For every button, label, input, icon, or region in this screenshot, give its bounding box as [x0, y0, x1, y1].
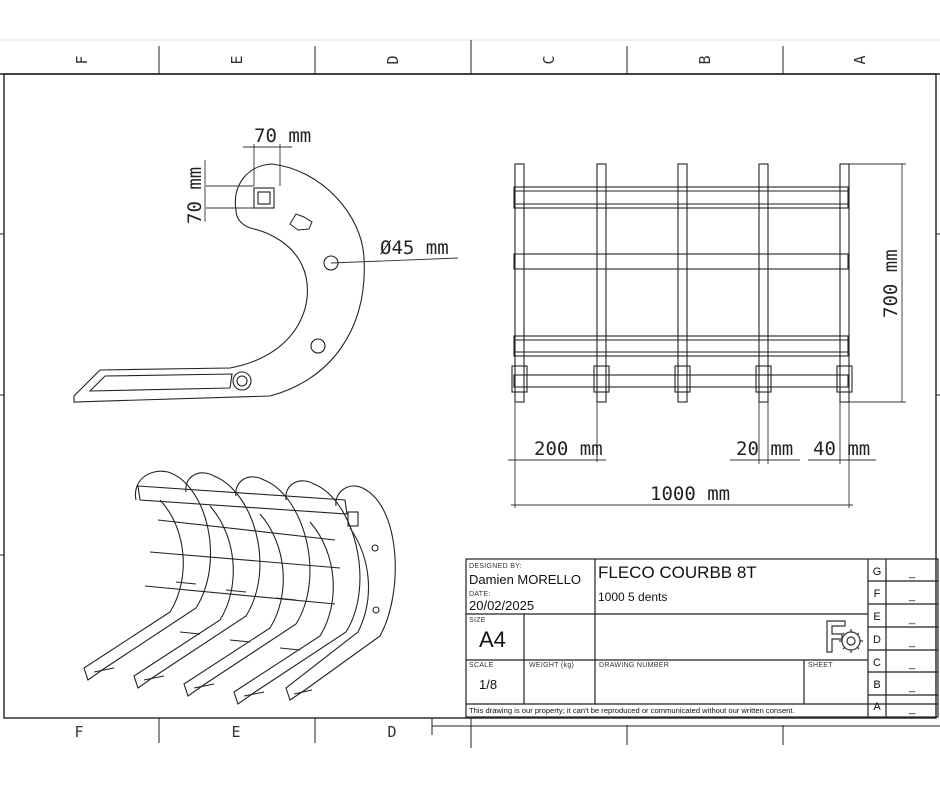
iso-tooth [285, 485, 396, 701]
revision-label: F [874, 588, 881, 600]
tooth-square-hole [253, 187, 275, 209]
side-view-dimensions [204, 144, 459, 264]
date-label: DATE: [469, 591, 491, 598]
front-tooth [755, 163, 772, 403]
dim-tooth-thickness: 20 mm [736, 438, 793, 460]
size-label: SIZE [469, 617, 486, 624]
front-tooth [511, 163, 528, 403]
drawing-date: 20/02/2025 [469, 598, 534, 613]
tooth-rear-hole [232, 371, 252, 391]
revision-value: _ [908, 613, 916, 625]
front-tooth [593, 163, 610, 403]
sheet-label: SHEET [808, 662, 833, 669]
isometric-view [83, 470, 396, 705]
title-block [465, 558, 939, 718]
front-mid-bar [513, 253, 849, 270]
drawing-subtitle: 1000 5 dents [598, 590, 667, 604]
company-logo [826, 620, 863, 653]
zone-label-bottom: E [231, 723, 240, 741]
zone-label-top: E [228, 55, 246, 64]
front-tooth [836, 163, 853, 403]
revision-value: _ [908, 681, 916, 693]
iso-tooth [233, 480, 361, 705]
revision-value: _ [908, 590, 916, 602]
front-low-bar [513, 335, 849, 357]
dim-hole-diameter: Ø45 mm [380, 237, 449, 259]
zone-label-bottom: F [74, 723, 83, 741]
revision-label: A [873, 701, 881, 713]
ownership-notice: This drawing is our property; it can't b… [469, 706, 795, 715]
revision-label: E [873, 611, 880, 623]
weight-label: WEIGHT (kg) [529, 662, 574, 669]
dim-height: 700 mm [880, 249, 902, 318]
front-top-bar [513, 186, 849, 209]
iso-tooth [83, 470, 212, 681]
revision-label: B [873, 679, 880, 691]
revision-label: G [873, 566, 882, 578]
front-view [511, 163, 853, 403]
zone-frame [0, 39, 940, 748]
revision-value: _ [908, 703, 916, 715]
zone-label-top: D [384, 55, 402, 64]
designed-by-label: DESIGNED BY: [469, 563, 522, 570]
revision-label: C [873, 657, 881, 669]
dim-square-width: 70 mm [254, 125, 311, 147]
zone-label-top: F [73, 55, 91, 64]
front-tooth [674, 163, 691, 403]
tooth-outline [73, 163, 365, 403]
scale-label: SCALE [469, 662, 493, 669]
dim-width: 1000 mm [650, 483, 730, 505]
iso-top-rail [137, 485, 348, 515]
zone-label-top: A [851, 55, 869, 64]
logo-mark [289, 213, 313, 231]
drawing-number-label: DRAWING NUMBER [599, 662, 669, 669]
iso-tooth [183, 476, 311, 697]
revision-label: D [873, 634, 881, 646]
tooth-lower-hole [310, 338, 326, 354]
tooth-slot [88, 373, 233, 392]
drawing-title: FLECO COURBB 8T [598, 563, 757, 582]
tooth-side-view [73, 163, 365, 403]
zone-label-bottom: D [387, 723, 396, 741]
revision-value: _ [908, 658, 916, 670]
dim-spacing: 200 mm [534, 438, 603, 460]
dim-square-height: 70 mm [184, 167, 206, 224]
zone-label-top: C [540, 55, 558, 64]
designer-name: Damien MORELLO [469, 572, 581, 587]
sheet-size: A4 [479, 627, 506, 652]
scale-value: 1/8 [479, 677, 497, 692]
dim-overhang: 40 mm [813, 438, 870, 460]
iso-tooth [133, 472, 261, 689]
zone-label-top: B [696, 55, 714, 64]
revision-value: _ [908, 567, 916, 579]
front-view-dimensions [508, 163, 906, 508]
front-bottom-bar [513, 374, 849, 388]
revision-value: _ [908, 636, 916, 648]
